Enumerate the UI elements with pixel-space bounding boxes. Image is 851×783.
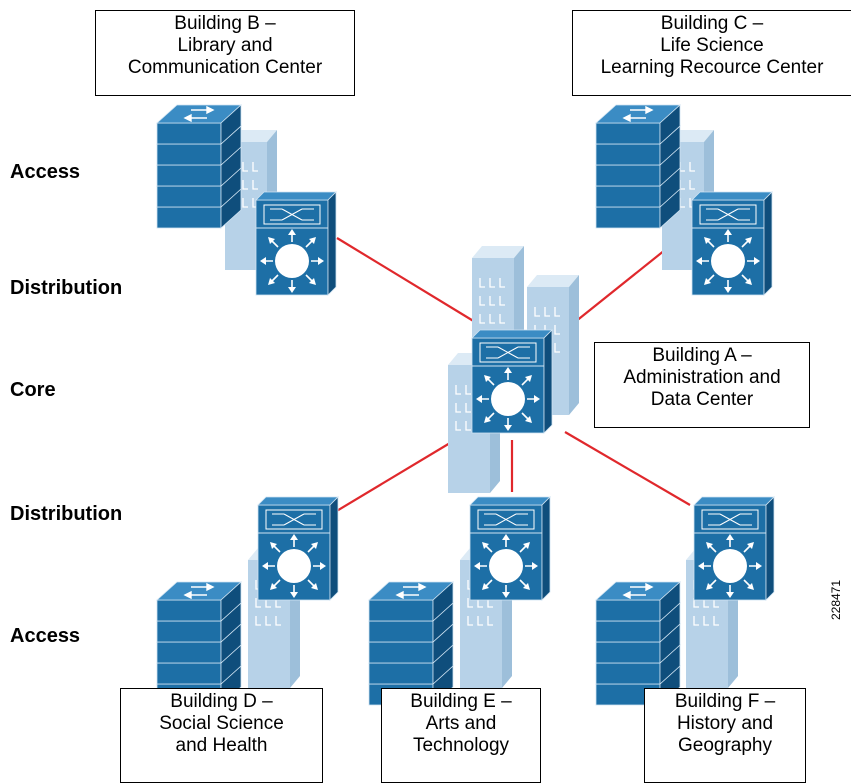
access-layer-label-bottom: Access [10, 625, 81, 647]
building-b-line3: Communication Center [127, 57, 323, 78]
building-d-label: Building D – Social Science and Health [120, 688, 323, 783]
building-e-line3: Technology [412, 735, 510, 756]
building-f-cluster [596, 496, 775, 705]
building-a-core-cluster [447, 245, 580, 494]
building-c-line2: Life Science [660, 35, 764, 56]
distribution-layer-label-bottom: Distribution [10, 503, 123, 525]
building-b-label: Building B – Library and Communication C… [95, 10, 355, 96]
building-c-line3: Learning Recource Center [600, 57, 824, 78]
figure-code: 228471 [827, 560, 845, 640]
building-b-cluster [157, 105, 337, 296]
building-b-line1: Building B – [174, 13, 276, 34]
building-f-line2: History and [676, 713, 774, 734]
building-c-line1: Building C – [660, 13, 764, 34]
building-a-label: Building A – Administration and Data Cen… [594, 342, 810, 428]
building-f-line3: Geography [677, 735, 772, 756]
building-e-line1: Building E – [410, 691, 512, 712]
building-a-line2: Administration and [623, 367, 781, 388]
building-a-line3: Data Center [650, 389, 754, 410]
building-e-line2: Arts and [425, 713, 497, 734]
building-f-line1: Building F – [674, 691, 776, 712]
building-e-label: Building E – Arts and Technology [381, 688, 541, 783]
access-layer-label-top: Access [10, 161, 81, 183]
building-d-line1: Building D – [170, 691, 273, 712]
distribution-layer-label-top: Distribution [10, 277, 123, 299]
building-c-cluster [596, 105, 773, 296]
building-e-cluster [369, 496, 551, 705]
building-a-line1: Building A – [652, 345, 752, 366]
building-b-line2: Library and [177, 35, 273, 56]
building-d-line2: Social Science [159, 713, 284, 734]
building-d-line3: and Health [175, 735, 268, 756]
building-d-cluster [157, 496, 339, 705]
figure-code-text: 228471 [829, 579, 843, 621]
building-c-label: Building C – Life Science Learning Recou… [572, 10, 851, 96]
core-layer-label: Core [10, 379, 56, 401]
building-f-label: Building F – History and Geography [644, 688, 806, 783]
